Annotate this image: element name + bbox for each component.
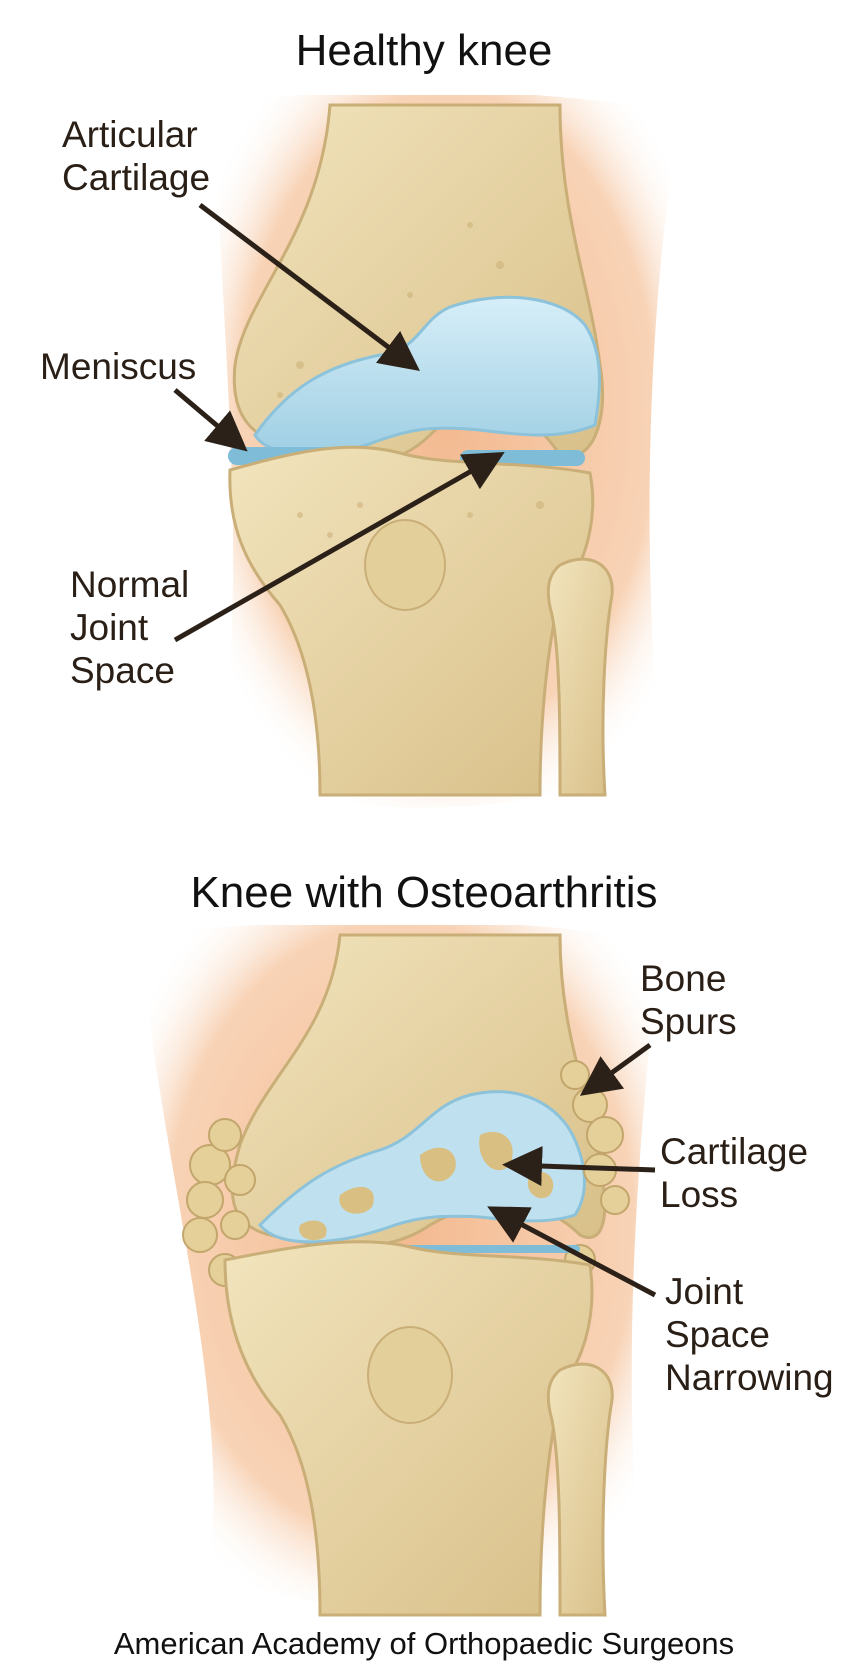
osteoarthritis-knee-illustration: Bone Spurs Cartilage Loss Joint Space Na… [0, 925, 848, 1620]
oa-tibial-tuberosity [368, 1327, 452, 1423]
label-normal-joint-space: Normal Joint Space [70, 563, 189, 692]
label-joint-space-narrowing: Joint Space Narrowing [665, 1270, 834, 1399]
healthy-knee-title: Healthy knee [0, 26, 848, 76]
source-credit: American Academy of Orthopaedic Surgeons [0, 1626, 848, 1662]
label-meniscus: Meniscus [40, 345, 196, 388]
healthy-knee-drawing [0, 95, 848, 825]
label-cartilage-loss: Cartilage Loss [660, 1130, 808, 1216]
label-bone-spurs: Bone Spurs [640, 957, 737, 1043]
tibial-tuberosity [365, 520, 445, 610]
label-articular-cartilage: Articular Cartilage [62, 113, 210, 199]
healthy-knee-illustration: Articular Cartilage Meniscus Normal Join… [0, 95, 848, 825]
osteoarthritis-knee-title: Knee with Osteoarthritis [0, 868, 848, 918]
